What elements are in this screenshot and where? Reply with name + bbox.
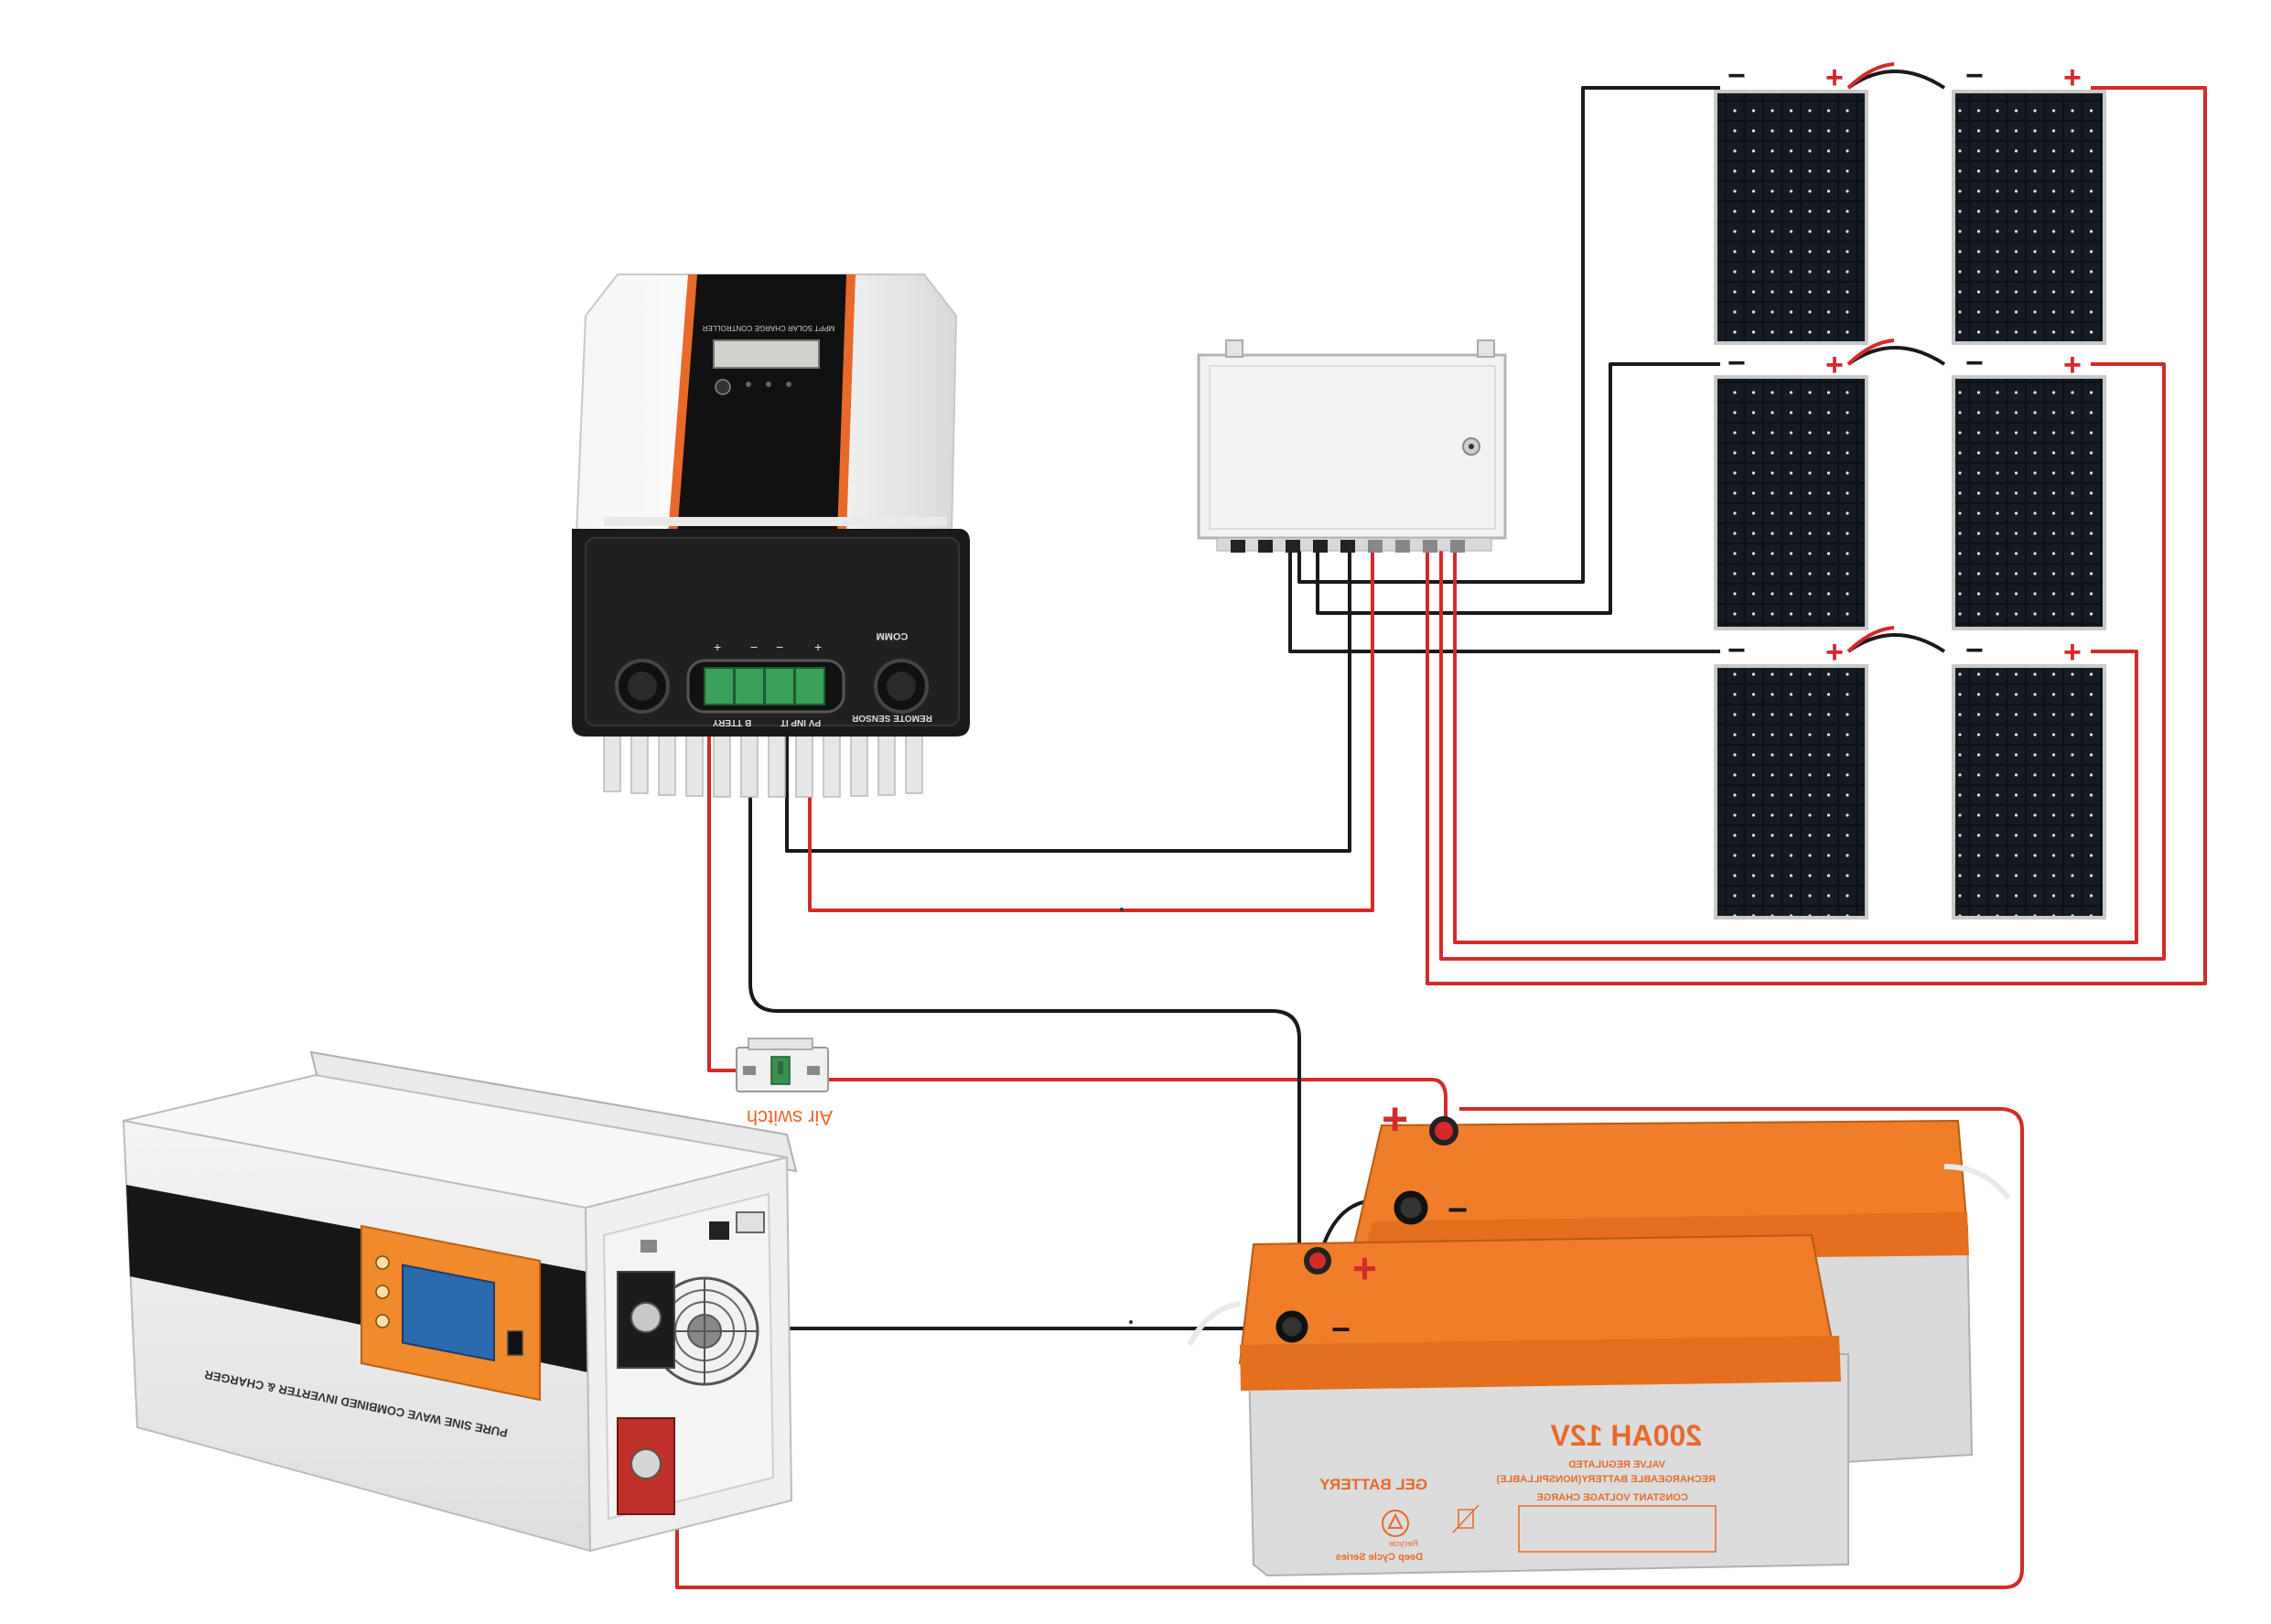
lcd-screen-icon [713,339,820,369]
controller-battery-negative [748,672,1301,1327]
panel-plus-marker: + [2063,348,2082,382]
panel-plus-marker: + [1825,635,1844,670]
fan-grille-icon [650,1276,759,1386]
pure-sine-inverter: PURE SINE WAVE COMBINED INVERTER & CHARG… [122,1050,798,1553]
recycle-icon [1382,1510,1409,1537]
terminal-minus-mark: − [750,640,758,654]
controller-battery-positive [707,672,741,1072]
battery-capacity-title: 200AH 12V [1550,1419,1702,1452]
controller-title: MPPT SOLAR CHARGE CONTROLLER [702,324,834,332]
battery-recycle: Recycle [1389,1539,1418,1548]
pv-negative-wire-row3 [1288,544,1720,653]
solar-panel [1952,375,2106,630]
battery-rear-negative-terminal [1394,1190,1428,1225]
battery-line1: VALVE REGULATED [1568,1459,1665,1470]
pv-negative-wire-row2 [1316,362,1720,615]
pv-negative-wire-row1 [1297,86,1720,584]
inverter-negative-terminal [617,1271,675,1369]
battery-front-minus-mark: − [1331,1310,1351,1348]
battery-front-positive-terminal [1304,1247,1331,1274]
panel-minus-marker: − [1727,633,1746,668]
air-switch-breaker: Air switch [736,1038,833,1129]
power-switch-icon [507,1330,523,1356]
panel-minus-marker: − [1965,633,1984,668]
remote-sensor-label: REMOTE SENSOR [851,713,932,723]
combiner-glands [1216,537,1492,553]
terminal-minus-mark: − [776,640,783,654]
panel-plus-marker: + [2063,635,2082,670]
solar-panel [1952,664,2106,920]
pv-positive-wire-row2 [1439,362,2166,961]
battery-front-label: 200AH 12V VALVE REGULATED RECHARGEABLE B… [1319,1419,1717,1563]
solar-array: − + − + − + − + − + − + [1714,59,2106,920]
battery-front-negative-terminal [1275,1310,1308,1343]
lcd-screen-icon [402,1264,495,1362]
solar-panel [1952,90,2106,345]
battery-line3: CONSTANT VOLTAGE CHARGE [1536,1492,1688,1503]
battery-rear-plus-mark: + [1382,1093,1408,1145]
pv-combiner-box [1197,339,1507,553]
series-link-row2-red [1846,339,1895,366]
solar-panel [1714,664,1868,920]
series-link-row1-red [1846,62,1895,90]
mppt-charge-controller: MPPT SOLAR CHARGE CONTROLLER COMM REMOTE… [572,274,970,798]
air-switch-label: Air switch [747,1106,833,1129]
pv-positive-wire-row1 [1426,86,2207,985]
no-trash-icon [1452,1504,1480,1533]
battery-rear-positive-terminal [1429,1116,1458,1145]
battery-line2: RECHARGEABLE BATTERY(NONSPILLABLE) [1496,1474,1716,1485]
pv-port-label: PV INP IT [780,717,821,727]
panel-plus-marker: + [2063,60,2082,95]
pv-positive-wire-row3 [1453,544,2138,944]
heatsink [603,726,923,798]
series-link-row3-red [1846,626,1895,653]
airswitch-to-battery-positive [828,1078,1448,1125]
inverter-positive-terminal [617,1417,675,1515]
inverter-positive-wire [675,1107,2024,1589]
comm-label: COMM [877,630,909,641]
pv-to-controller-negative [785,544,1351,853]
battery-front-plus-mark: + [1352,1244,1377,1292]
battery-series: Deep Cycle Series [1336,1552,1423,1563]
solar-panel [1714,90,1868,345]
terminal-plus-mark: + [714,640,721,654]
battery-front: + − 200AH 12V VALVE REGULATED RECHARGEAB… [1187,1233,1849,1577]
panel-minus-marker: − [1965,346,1984,381]
terminal-plus-mark: + [814,640,822,654]
panel-minus-marker: − [1965,59,1984,93]
battery-port-label: B TTERY [712,717,751,727]
battery-rear-handle [1943,1164,2011,1200]
battery-type: GEL BATTERY [1319,1476,1427,1493]
panel-minus-marker: − [1727,346,1746,381]
panel-plus-marker: + [1825,60,1844,95]
solar-panel [1714,375,1868,630]
battery-rear-minus-mark: − [1448,1191,1468,1230]
panel-minus-marker: − [1727,59,1746,93]
panel-plus-marker: + [1825,348,1844,382]
battery-front-handle [1187,1301,1241,1347]
